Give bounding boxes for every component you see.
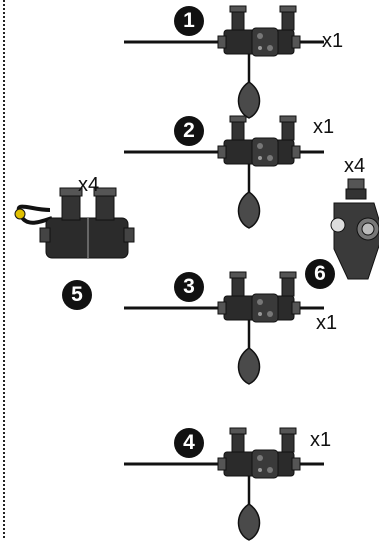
assembly-number-badge: 2: [174, 116, 204, 146]
part-5: x4 5: [10, 170, 135, 310]
junction-box-drawing: [122, 426, 326, 541]
quantity-label: x1: [313, 116, 335, 138]
junction-box-drawing: [122, 4, 326, 120]
junction-box-drawing: [122, 114, 326, 230]
assembly-2: 2 x1: [0, 112, 379, 230]
assembly-number-badge: 1: [174, 6, 204, 36]
quantity-label: x1: [310, 429, 332, 451]
quantity-label: x1: [322, 30, 344, 52]
assembly-number-badge: 4: [174, 428, 204, 458]
part-6: x4 6: [300, 155, 379, 295]
assembly-number-badge: 3: [174, 272, 204, 302]
assembly-1: 1 x1: [0, 2, 379, 120]
assembly-3: 3 x1: [0, 268, 379, 386]
part-number-badge: 6: [305, 259, 335, 289]
quantity-label: x1: [316, 312, 338, 334]
assembly-4: 4 x1: [0, 424, 379, 541]
connector-housing-drawing: [14, 187, 135, 259]
quantity-label: x4: [344, 155, 366, 177]
quantity-label: x4: [78, 174, 100, 196]
part-number-badge: 5: [62, 280, 92, 310]
clamp-drawing: [330, 178, 379, 280]
dotted-page-edge: [3, 0, 5, 538]
junction-box-drawing: [122, 270, 326, 386]
